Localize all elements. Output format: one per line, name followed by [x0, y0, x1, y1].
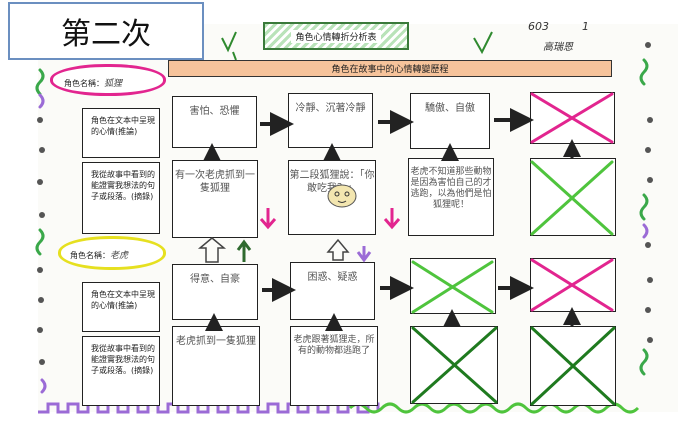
role1-mood-header: 角色在文本中呈現的心情(推論) — [82, 108, 160, 158]
role1-evidence-3: 老虎不知道那些動物是因為害怕自己的才逃跑，以為他們是怕狐狸呢！ — [408, 158, 494, 236]
role1-evidence-1: 有一次老虎抓到一隻狐狸 — [172, 160, 258, 238]
worksheet-title: 角色心情轉折分析表 — [263, 22, 409, 50]
role2-name-oval — [58, 236, 166, 270]
role2-name-label: 角色名稱：老虎 — [70, 251, 129, 261]
attempt-label: 第二次 — [8, 2, 204, 60]
role2-evidence-1: 老虎抓到一隻狐狸 — [172, 326, 260, 406]
seat-number: 1 — [582, 20, 589, 33]
title-text: 角色心情轉折分析表 — [291, 29, 381, 43]
role1-mood-1: 害怕、恐懼 — [172, 96, 257, 148]
class-number: 603 — [528, 20, 549, 33]
role1-name-label: 角色名稱：狐狸 — [64, 79, 123, 89]
role2-mood-1: 得意、自豪 — [172, 264, 258, 320]
header-bar: 角色在故事中的心情轉變歷程 — [168, 60, 612, 77]
role2-mood-2: 困惑、疑惑 — [290, 262, 375, 320]
student-name: 高瑞恩 — [543, 42, 573, 53]
role2-evidence-header: 我從故事中看到的能證實我想法的句子或段落。(摘錄) — [82, 336, 160, 406]
role2-mood-header: 角色在文本中呈現的心情(推論) — [82, 282, 160, 332]
role1-evidence-header: 我從故事中看到的能證實我想法的句子或段落。(摘錄) — [82, 162, 160, 234]
role2-evidence-2: 老虎跟著狐狸走，所有的動物都逃跑了 — [290, 326, 378, 406]
role1-name-oval — [50, 64, 166, 96]
role1-mood-2: 冷靜、沉著冷靜 — [288, 93, 373, 148]
